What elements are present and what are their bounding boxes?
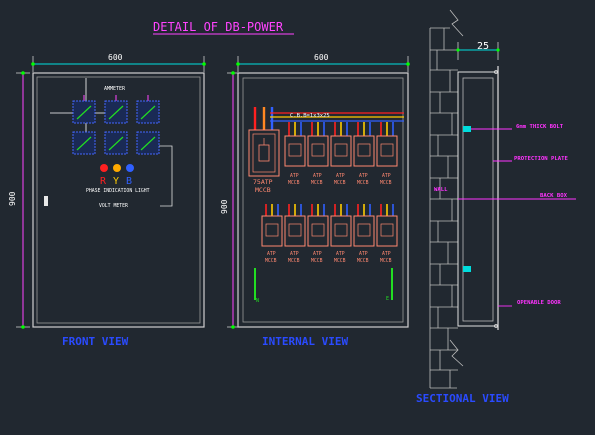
- ammeter-2: [104, 100, 128, 124]
- svg-text:ATP: ATP: [313, 251, 322, 257]
- ammeter-3: [136, 100, 160, 124]
- bolt-top: [463, 126, 471, 132]
- neutral-label: N: [256, 298, 259, 304]
- front-view-label: FRONT VIEW: [62, 335, 129, 348]
- svg-text:MCCB: MCCB: [334, 258, 346, 264]
- phase-letter-r: R: [100, 176, 107, 187]
- voltmeter-3: [136, 131, 160, 155]
- svg-text:MCCB: MCCB: [334, 180, 346, 186]
- branch-labels-top: ATP MCCB ATP MCCB ATP MCCB ATP MCCB ATP …: [288, 173, 392, 186]
- sectional-view-label: SECTIONAL VIEW: [416, 392, 509, 405]
- voltmeter-2: [104, 131, 128, 155]
- main-mccb-type: MCCB: [255, 186, 271, 194]
- callout-back-box: BACK BOX: [540, 193, 568, 199]
- protection-plate: [462, 77, 494, 322]
- ammeter-label: AMMETER: [104, 86, 126, 92]
- ammeter-1: [72, 100, 96, 124]
- svg-text:ATP: ATP: [382, 251, 391, 257]
- front-panel-outline: [32, 72, 205, 328]
- svg-text:MCCB: MCCB: [288, 258, 300, 264]
- callout-bolt: 6mm THICK BOLT: [516, 124, 564, 130]
- svg-text:MCCB: MCCB: [380, 180, 392, 186]
- callout-openable-door: OPENABLE DOOR: [517, 300, 561, 306]
- volt-meter-label: VOLT METER: [99, 203, 128, 209]
- branch-breakers-top: [284, 122, 398, 167]
- svg-text:ATP: ATP: [336, 173, 345, 179]
- internal-panel-outline: [237, 72, 409, 328]
- internal-view: 600 900 C.B.B=1x3x25 75ATP MCCB: [220, 53, 410, 348]
- phase-indication-label: PHASE INDICATION LIGHT: [86, 188, 150, 194]
- phase-letter-y: Y: [113, 176, 119, 187]
- section-depth-dim: 25: [477, 41, 489, 52]
- front-height-dim: 900: [8, 191, 17, 206]
- busbar-label: C.B.B=1x3x25: [290, 113, 330, 119]
- front-view: 600 900 AMMETER: [8, 53, 206, 348]
- svg-text:ATP: ATP: [290, 251, 299, 257]
- svg-text:ATP: ATP: [313, 173, 322, 179]
- svg-text:ATP: ATP: [290, 173, 299, 179]
- svg-text:MCCB: MCCB: [311, 180, 323, 186]
- bolt-bottom: [463, 266, 471, 272]
- svg-text:MCCB: MCCB: [357, 258, 369, 264]
- main-mccb: [248, 129, 280, 177]
- svg-text:ATP: ATP: [382, 173, 391, 179]
- svg-text:MCCB: MCCB: [288, 180, 300, 186]
- internal-view-label: INTERNAL VIEW: [262, 335, 348, 348]
- brick-wall: [429, 9, 464, 389]
- voltmeter-1: [72, 131, 96, 155]
- branch-labels-bottom: ATP MCCB ATP MCCB ATP MCCB ATP MCCB ATP …: [265, 251, 392, 264]
- door-handle: [44, 196, 48, 206]
- svg-text:ATP: ATP: [336, 251, 345, 257]
- svg-text:MCCB: MCCB: [380, 258, 392, 264]
- svg-text:ATP: ATP: [267, 251, 276, 257]
- svg-text:MCCB: MCCB: [265, 258, 277, 264]
- phase-lamp-b: [126, 164, 134, 172]
- branch-breakers-bottom: [261, 204, 398, 247]
- internal-height-dim: 900: [220, 199, 229, 214]
- phase-lamp-y: [113, 164, 121, 172]
- callout-protection-plate: PROTECTION PLATE: [514, 156, 568, 162]
- svg-text:MCCB: MCCB: [357, 180, 369, 186]
- wall-label: WALL: [434, 187, 448, 193]
- svg-text:MCCB: MCCB: [311, 258, 323, 264]
- voltmeter-leader: [159, 145, 173, 207]
- svg-text:ATP: ATP: [359, 251, 368, 257]
- drawing-title: DETAIL OF DB-POWER: [153, 20, 284, 34]
- earth-label: E: [386, 296, 389, 302]
- internal-width-dim: 600: [314, 53, 329, 62]
- main-mccb-rating: 75ATP: [253, 178, 273, 186]
- sectional-view: 25 6mm THICK BOLT PROTECTION PLATE BACK …: [416, 9, 576, 405]
- phase-letter-b: B: [126, 176, 132, 187]
- svg-text:ATP: ATP: [359, 173, 368, 179]
- phase-lamp-r: [100, 164, 108, 172]
- front-width-dim: 600: [108, 53, 123, 62]
